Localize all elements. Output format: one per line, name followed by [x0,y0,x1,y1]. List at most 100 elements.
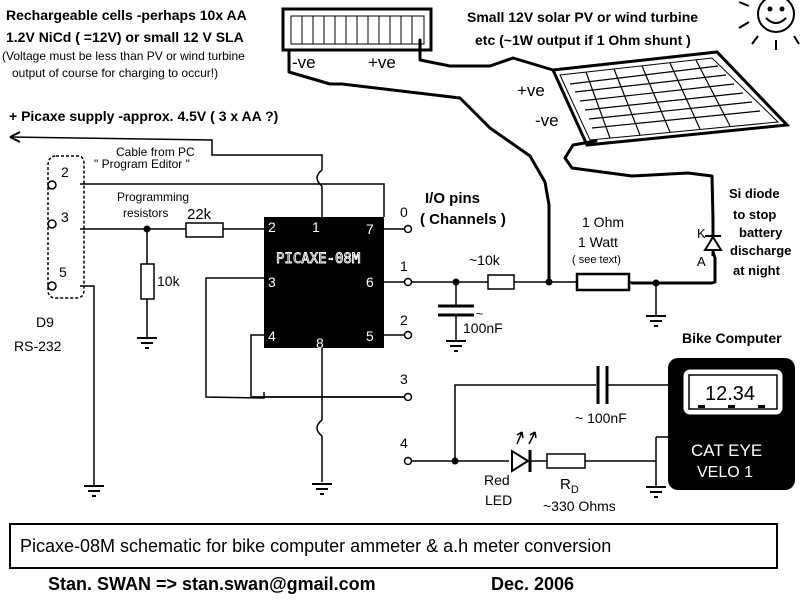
io-channel-4: 4 [400,435,408,451]
rd-main: R [560,476,571,493]
caption-box: Picaxe-08M schematic for bike computer a… [9,523,778,569]
notes-line4: output of course for charging to occur!) [12,66,218,80]
bike-brand-2: VELO 1 [697,464,753,481]
io-channel-3: 3 [400,371,408,387]
resistor-22k-label: 22k [187,206,212,223]
programming-line1: Programming [117,190,189,204]
bike-screen [683,369,783,415]
diode-a-label: A [697,254,706,269]
bike-display: 12.34 [705,383,755,405]
footer: Stan. SWAN => stan.swan@gmail.com Dec. 2… [48,574,574,594]
diode-k-label: K [697,226,706,241]
resistor-10k [140,263,155,300]
battery-plus-label: +ve [368,53,396,72]
io-channel-0: 0 [400,204,408,220]
ground-d9 [84,485,104,497]
cap1-value: 100nF [463,320,503,336]
cap2-label: ~ 100nF [575,410,627,426]
diode-note-2: to stop [733,207,776,222]
io-title-2: ( Channels ) [420,211,506,228]
chip-pin-7: 7 [366,221,374,237]
diode-note-5: at night [733,263,781,278]
ground-10k [137,337,157,349]
battery-notes: Rechargeable cells -perhaps 10x AA 1.2V … [2,7,247,80]
shunt-line3: ( see text) [572,254,621,266]
cap1-tilde: ~ [476,307,483,321]
footer-date: Dec. 2006 [491,574,574,594]
resistor-10k-series [487,274,515,290]
chip-pin-1: 1 [312,219,320,235]
solar-notes: Small 12V solar PV or wind turbine etc (… [467,9,698,48]
led-line1: Red [484,472,510,488]
chip-pin-2: 2 [268,219,276,235]
footer-author: Stan. SWAN => stan.swan@gmail.com [48,574,376,594]
rd-value: ~330 Ohms [543,498,616,514]
io-pins: I/O pins ( Channels ) 0 1 2 3 4 [400,190,506,466]
io-channel-2: 2 [400,312,408,328]
bike-brand-1: CAT EYE [691,441,762,460]
d9-connector: 2 3 5 D9 RS-232 [14,155,85,354]
bike-computer: Bike Computer 12.34 CAT EYE VELO 1 [668,330,795,490]
d9-label: D9 [36,314,54,330]
ground-chip [312,483,332,495]
resistor-10k-series-label: ~10k [469,252,501,268]
notes-line2: 1.2V NiCd ( =12V) or small 12 V SLA [6,29,244,45]
si-diode: K A Si diode to stop battery discharge a… [697,186,791,278]
cable-line1: Cable from PC [116,145,195,159]
resistor-22k [185,222,224,238]
rd-label: RD [560,476,579,496]
d9-pin-5: 5 [59,264,67,280]
picaxe-chip: PICAXE-08M 1 2 3 4 5 6 7 8 [264,217,384,351]
ground-symbols [84,315,666,498]
rd-sub: D [571,484,579,496]
shunt-resistor [575,272,631,292]
cable-note: Cable from PC " Program Editor " [94,145,195,171]
programming-section: Programming resistors 22k 10k [80,183,385,485]
bike-title: Bike Computer [682,330,782,346]
ground-cap1 [446,340,466,352]
io-channel-1: 1 [400,258,408,274]
resistor-10k-label: 10k [157,273,181,289]
output-circuit: ~ 100nF Red LED RD ~330 Ohms [251,366,668,514]
d9-pin-3: 3 [61,209,69,225]
supply-line: + Picaxe supply -approx. 4.5V ( 3 x AA ?… [9,108,323,217]
diode-note-4: discharge [730,243,791,258]
resistor-rd [546,453,586,469]
sun-icon [738,0,800,50]
chip-pin-3: 3 [268,274,276,290]
led-symbol [511,449,530,473]
notes-line1: Rechargeable cells -perhaps 10x AA [6,7,247,23]
sense-circuit: ~10k 1 Ohm 1 Watt ( see text) ~ 100nF [411,214,660,340]
shunt-line1: 1 Ohm [582,214,624,230]
cable-line2: " Program Editor " [94,157,190,171]
chip-label: PICAXE-08M [276,251,360,267]
battery-minus-label: -ve [292,53,316,72]
solar-minus-label: -ve [535,111,559,130]
diode-note-1: Si diode [729,186,780,201]
chip-body [264,217,384,348]
led-line2: LED [485,492,512,508]
diode-note-3: battery [739,225,783,240]
d9-pin-2: 2 [61,164,69,180]
chip-pin-5: 5 [366,328,374,344]
solar-line2: etc (~1W output if 1 Ohm shunt ) [475,32,691,48]
battery-pack: -ve +ve [281,7,433,72]
ground-shunt [646,315,666,327]
chip-pin-6: 6 [366,274,374,290]
solar-panel: +ve -ve [517,50,791,147]
notes-line3: (Voltage must be less than PV or wind tu… [2,49,245,63]
solar-line1: Small 12V solar PV or wind turbine [467,9,698,25]
ground-bike [646,486,666,498]
rs232-label: RS-232 [14,338,62,354]
chip-pin-8: 8 [316,335,324,351]
caption-text: Picaxe-08M schematic for bike computer a… [20,536,611,556]
chip-pin-4: 4 [268,328,276,344]
solar-plus-label: +ve [517,81,545,100]
programming-line2: resistors [123,206,168,220]
io-title-1: I/O pins [425,190,480,207]
shunt-line2: 1 Watt [578,234,618,250]
supply-label: + Picaxe supply -approx. 4.5V ( 3 x AA ?… [9,108,278,124]
led-light-arrows [516,431,537,445]
